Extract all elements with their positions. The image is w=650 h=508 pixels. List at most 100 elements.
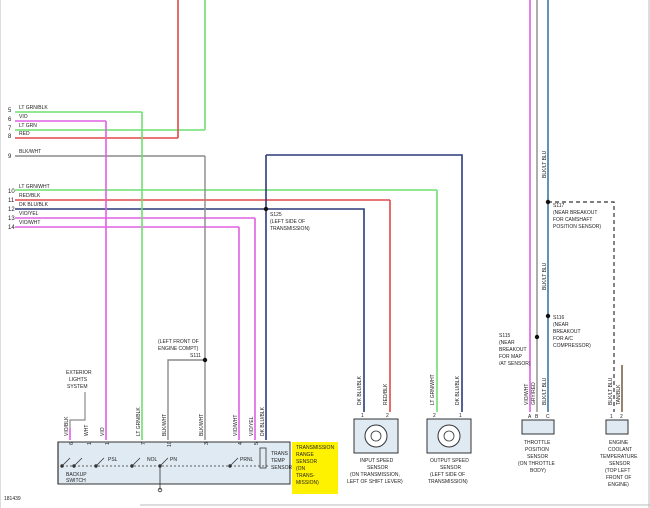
s115-label-4: FOR MAP (499, 354, 522, 360)
s111-label-3: S111 (190, 353, 201, 359)
s117-label-3: FOR CAMSHAFT (553, 217, 592, 223)
trs-internal-switches (60, 457, 270, 490)
pin-11-number: 11 (8, 198, 15, 204)
ect-pin-2: 2 (620, 414, 623, 420)
s116-label-2: (NEAR (553, 322, 569, 328)
output-caption-4: TRANSMISSION) (428, 479, 468, 485)
s116-label-5: COMPRESSOR) (553, 343, 591, 349)
label-viowht-tp: VIO/WHT (524, 384, 530, 405)
splices: S125 (LEFT SIDE OF TRANSMISSION) (LEFT F… (158, 199, 601, 367)
trs-pin-1: 1 (87, 442, 93, 445)
input-pin-1: 1 (361, 413, 364, 419)
exterior-lights-line-2: LIGHTS (69, 377, 88, 383)
trans-temp-line-2: TEMP (271, 458, 286, 464)
splice-s111-dot (202, 357, 208, 363)
input-wire-dkblublk: DK BLU/BLK (357, 375, 363, 405)
figure-id: 181439 (4, 496, 21, 502)
backup-switch-line-2: SWITCH (66, 478, 86, 484)
tp-caption-4: (ON THROTTLE (518, 461, 556, 467)
engine-coolant-temp-sensor: 1 2 ENGINE COOLANT TEMPERATURE SENSOR (T… (600, 414, 638, 488)
wire-dkblu-input (266, 208, 365, 412)
splice-s125-dot (263, 206, 269, 212)
output-speed-sensor: LT GRN/WHT DK BLU/BLK 2 1 OUTPUT SPEED S… (426, 374, 472, 485)
trans-temp-line-3: SENSOR (271, 465, 293, 471)
exterior-lights-line-3: SYSTEM (67, 384, 88, 390)
trs-pin-3: 3 (204, 442, 210, 445)
input-speed-sensor: DK BLU/BLK RED/BLK 1 2 INPUT SPEED SENSO… (347, 375, 403, 485)
input-caption-3: (ON TRANSMISSION, (350, 472, 400, 478)
output-sensor-coil-icon (437, 424, 461, 448)
s116-label-4: FOR A/C (553, 336, 573, 342)
s115-label-2: (NEAR (499, 340, 515, 346)
output-wire-ltgrnwht: LT GRN/WHT (430, 374, 436, 405)
s117-label-4: POSITION SENSOR) (553, 224, 601, 230)
s111-label-1: (LEFT FRONT OF (158, 339, 199, 345)
trs-title-4: (ON (296, 466, 306, 472)
pin-6-label: VIO (19, 114, 28, 120)
trs-ground (157, 487, 163, 493)
ect-caption-1: ENGINE (609, 440, 629, 446)
pin-14-label: VIO/WHT (19, 220, 40, 226)
pin-11-label: RED/BLK (19, 193, 41, 199)
tp-caption-2: POSITION (525, 447, 549, 453)
pin-7-label: LT GRN (19, 123, 37, 129)
trs-title-highlight (292, 442, 338, 494)
label-blkltblu-mid: BLK/LT BLU (542, 262, 548, 290)
trs-pn-label: PN (170, 457, 177, 463)
trs-pin-4: 4 (238, 442, 244, 445)
pin-9-label: BLK/WHT (19, 149, 41, 155)
wire-wht-exterior (69, 392, 86, 428)
trs-pin-6: 6 (69, 442, 75, 445)
ect-pin-1: 1 (610, 414, 613, 420)
wire-dashed-ect (548, 201, 615, 412)
label-tanblk-ect: TAN/BLK (616, 384, 622, 405)
pin-5-label: LT GRN/BLK (19, 105, 48, 111)
trs-psl-label: PSL (108, 457, 118, 463)
ect-caption-7: ENGINE) (608, 482, 629, 488)
splice-s116-dot (545, 313, 551, 319)
pin-12-label: DK BLU/BLK (19, 202, 49, 208)
pin-12-number: 12 (8, 207, 15, 213)
output-pin-2: 2 (433, 413, 436, 419)
trans-temp-line-1: TRANS (271, 451, 289, 457)
trs-wire-vioyel: VIO/YEL (249, 416, 255, 436)
pin-8-label: RED (19, 131, 30, 137)
s125-label-3: TRANSMISSION) (270, 226, 310, 232)
trs-pin-1b: 1 (105, 442, 111, 445)
pin-9-number: 9 (8, 154, 12, 160)
trs-module: VIO/BLK WHT VIO LT GRN/BLK BLK/WHT BLK/W… (57, 406, 338, 494)
splice-s115-dot (534, 334, 540, 340)
tp-pin-c: C (546, 414, 550, 420)
input-sensor-core-icon (370, 430, 382, 442)
pin-7-number: 7 (8, 126, 12, 132)
output-wire-dkblublk: DK BLU/BLK (455, 375, 461, 405)
s117-label-1: S117 (553, 203, 565, 209)
output-pin-1: 1 (459, 413, 462, 419)
trs-wire-ltgrnblk: LT GRN/BLK (136, 407, 142, 436)
pin-13-number: 13 (8, 216, 15, 222)
trs-body (57, 441, 291, 485)
ect-caption-4: SENSOR (609, 461, 631, 467)
input-pin-2: 2 (386, 413, 389, 419)
output-sensor-core-icon (443, 430, 455, 442)
trs-wire-vioblk: VIO/BLK (64, 416, 70, 436)
trs-wire-dkblublk: DK BLU/BLK (260, 406, 266, 436)
trs-wire-viowht: VIO/WHT (233, 415, 239, 436)
tp-pin-a: A (528, 414, 532, 420)
wire-routing (69, 0, 623, 440)
pin-6-number: 6 (8, 117, 12, 123)
pin-10-number: 10 (8, 189, 15, 195)
backup-switch-line-1: BACKUP (66, 472, 87, 478)
s111-label-2: ENGINE COMPT) (158, 346, 199, 352)
trs-wire-wht: WHT (84, 425, 90, 436)
wire-blkwht-s111-left (167, 359, 205, 440)
pin-5-number: 5 (8, 108, 12, 114)
s115-label-5: /AT SENSOR) (499, 361, 531, 367)
tp-caption-5: BODY) (530, 468, 546, 474)
s115-label-1: S115 (499, 333, 511, 339)
s125-label-1: S125 (270, 212, 282, 218)
trs-pin-10: 10 (167, 441, 173, 447)
input-caption-1: INPUT SPEED (360, 458, 394, 464)
label-blkltblu-top: BLK/LT BLU (542, 150, 548, 178)
